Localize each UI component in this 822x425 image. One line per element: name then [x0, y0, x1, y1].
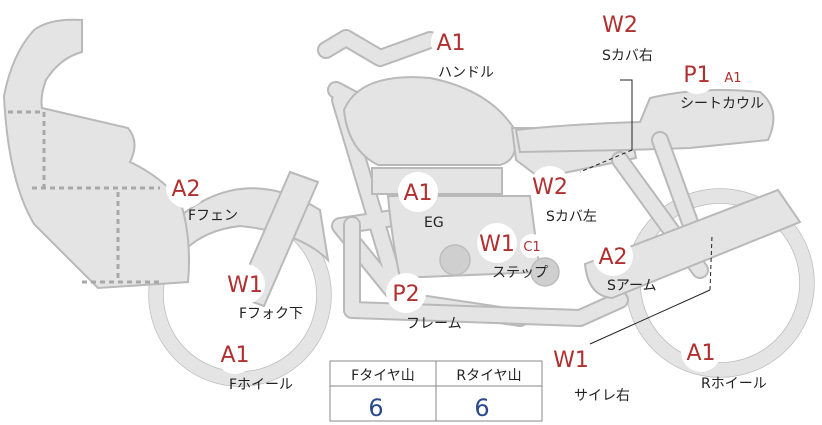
part-label: EG	[424, 215, 444, 231]
callout-eg[interactable]: A1 EG	[398, 172, 444, 231]
grade-label: A1	[403, 181, 432, 206]
grade-label: W2	[532, 175, 568, 200]
part-label: シートカウル	[680, 96, 764, 112]
grade-label: A1	[686, 341, 715, 366]
part-label: Fフォク下	[239, 306, 303, 322]
grade-label: P1	[683, 63, 710, 88]
part-label: サイレ右	[574, 388, 630, 404]
grade-secondary-label: A1	[724, 71, 741, 86]
grade-label: W2	[602, 13, 638, 38]
table-value-front-tread: 6	[368, 394, 383, 422]
fairing-dash-line	[8, 110, 160, 284]
callout-s-cover-l[interactable]: W2 Sカバ左	[530, 166, 597, 225]
part-label: Fフェン	[188, 208, 238, 224]
part-label: ハンドル	[438, 65, 494, 81]
callout-s-arm[interactable]: A2 Sアーム	[593, 236, 657, 294]
part-label: Sアーム	[607, 278, 657, 294]
grade-label: W1	[553, 348, 589, 373]
grade-label: A2	[171, 177, 200, 202]
callout-frame[interactable]: P2 フレーム	[386, 273, 462, 332]
part-label: フレーム	[406, 316, 462, 332]
grade-secondary-label: C1	[523, 240, 540, 255]
tread-table: Fタイヤ山 Rタイヤ山 6 6	[329, 360, 543, 422]
part-label: Sカバ左	[546, 209, 597, 225]
callout-s-cover-r[interactable]: W2 Sカバ右	[600, 4, 653, 64]
callout-handle[interactable]: A1 ハンドル	[431, 22, 494, 81]
callout-step[interactable]: W1 C1 ステップ	[477, 223, 548, 281]
table-value-rear-tread: 6	[474, 394, 489, 422]
callout-silencer-r[interactable]: W1 サイレ右	[551, 339, 630, 404]
grade-label: A1	[220, 343, 249, 368]
part-label: Sカバ右	[602, 48, 653, 64]
part-label: Fホイール	[229, 377, 293, 393]
callout-f-fork-lower[interactable]: W1 Fフォク下	[225, 264, 303, 322]
leader-lines	[579, 79, 713, 345]
fuel-tank-shape	[342, 76, 517, 166]
front-fairing-shape	[2, 18, 190, 290]
callout-seat-cowl[interactable]: P1 A1 シートカウル	[677, 54, 764, 112]
callout-f-wheel[interactable]: A1 Fホイール	[215, 334, 293, 393]
muffler-shape	[583, 188, 802, 300]
callout-f-fender[interactable]: A2 Fフェン	[166, 168, 238, 224]
grade-label: W1	[479, 232, 515, 257]
table-header-front-tread: Fタイヤ山	[351, 368, 415, 384]
callout-r-wheel[interactable]: A1 Rホイール	[681, 332, 767, 392]
grade-label: A2	[598, 245, 627, 270]
grade-label: A1	[436, 31, 465, 56]
grade-label: W1	[227, 273, 263, 298]
table-header-rear-tread: Rタイヤ山	[456, 368, 521, 384]
part-label: Rホイール	[701, 376, 767, 392]
handlebar-shape	[317, 29, 439, 67]
grade-label: P2	[392, 282, 419, 307]
part-label: ステップ	[492, 265, 548, 281]
